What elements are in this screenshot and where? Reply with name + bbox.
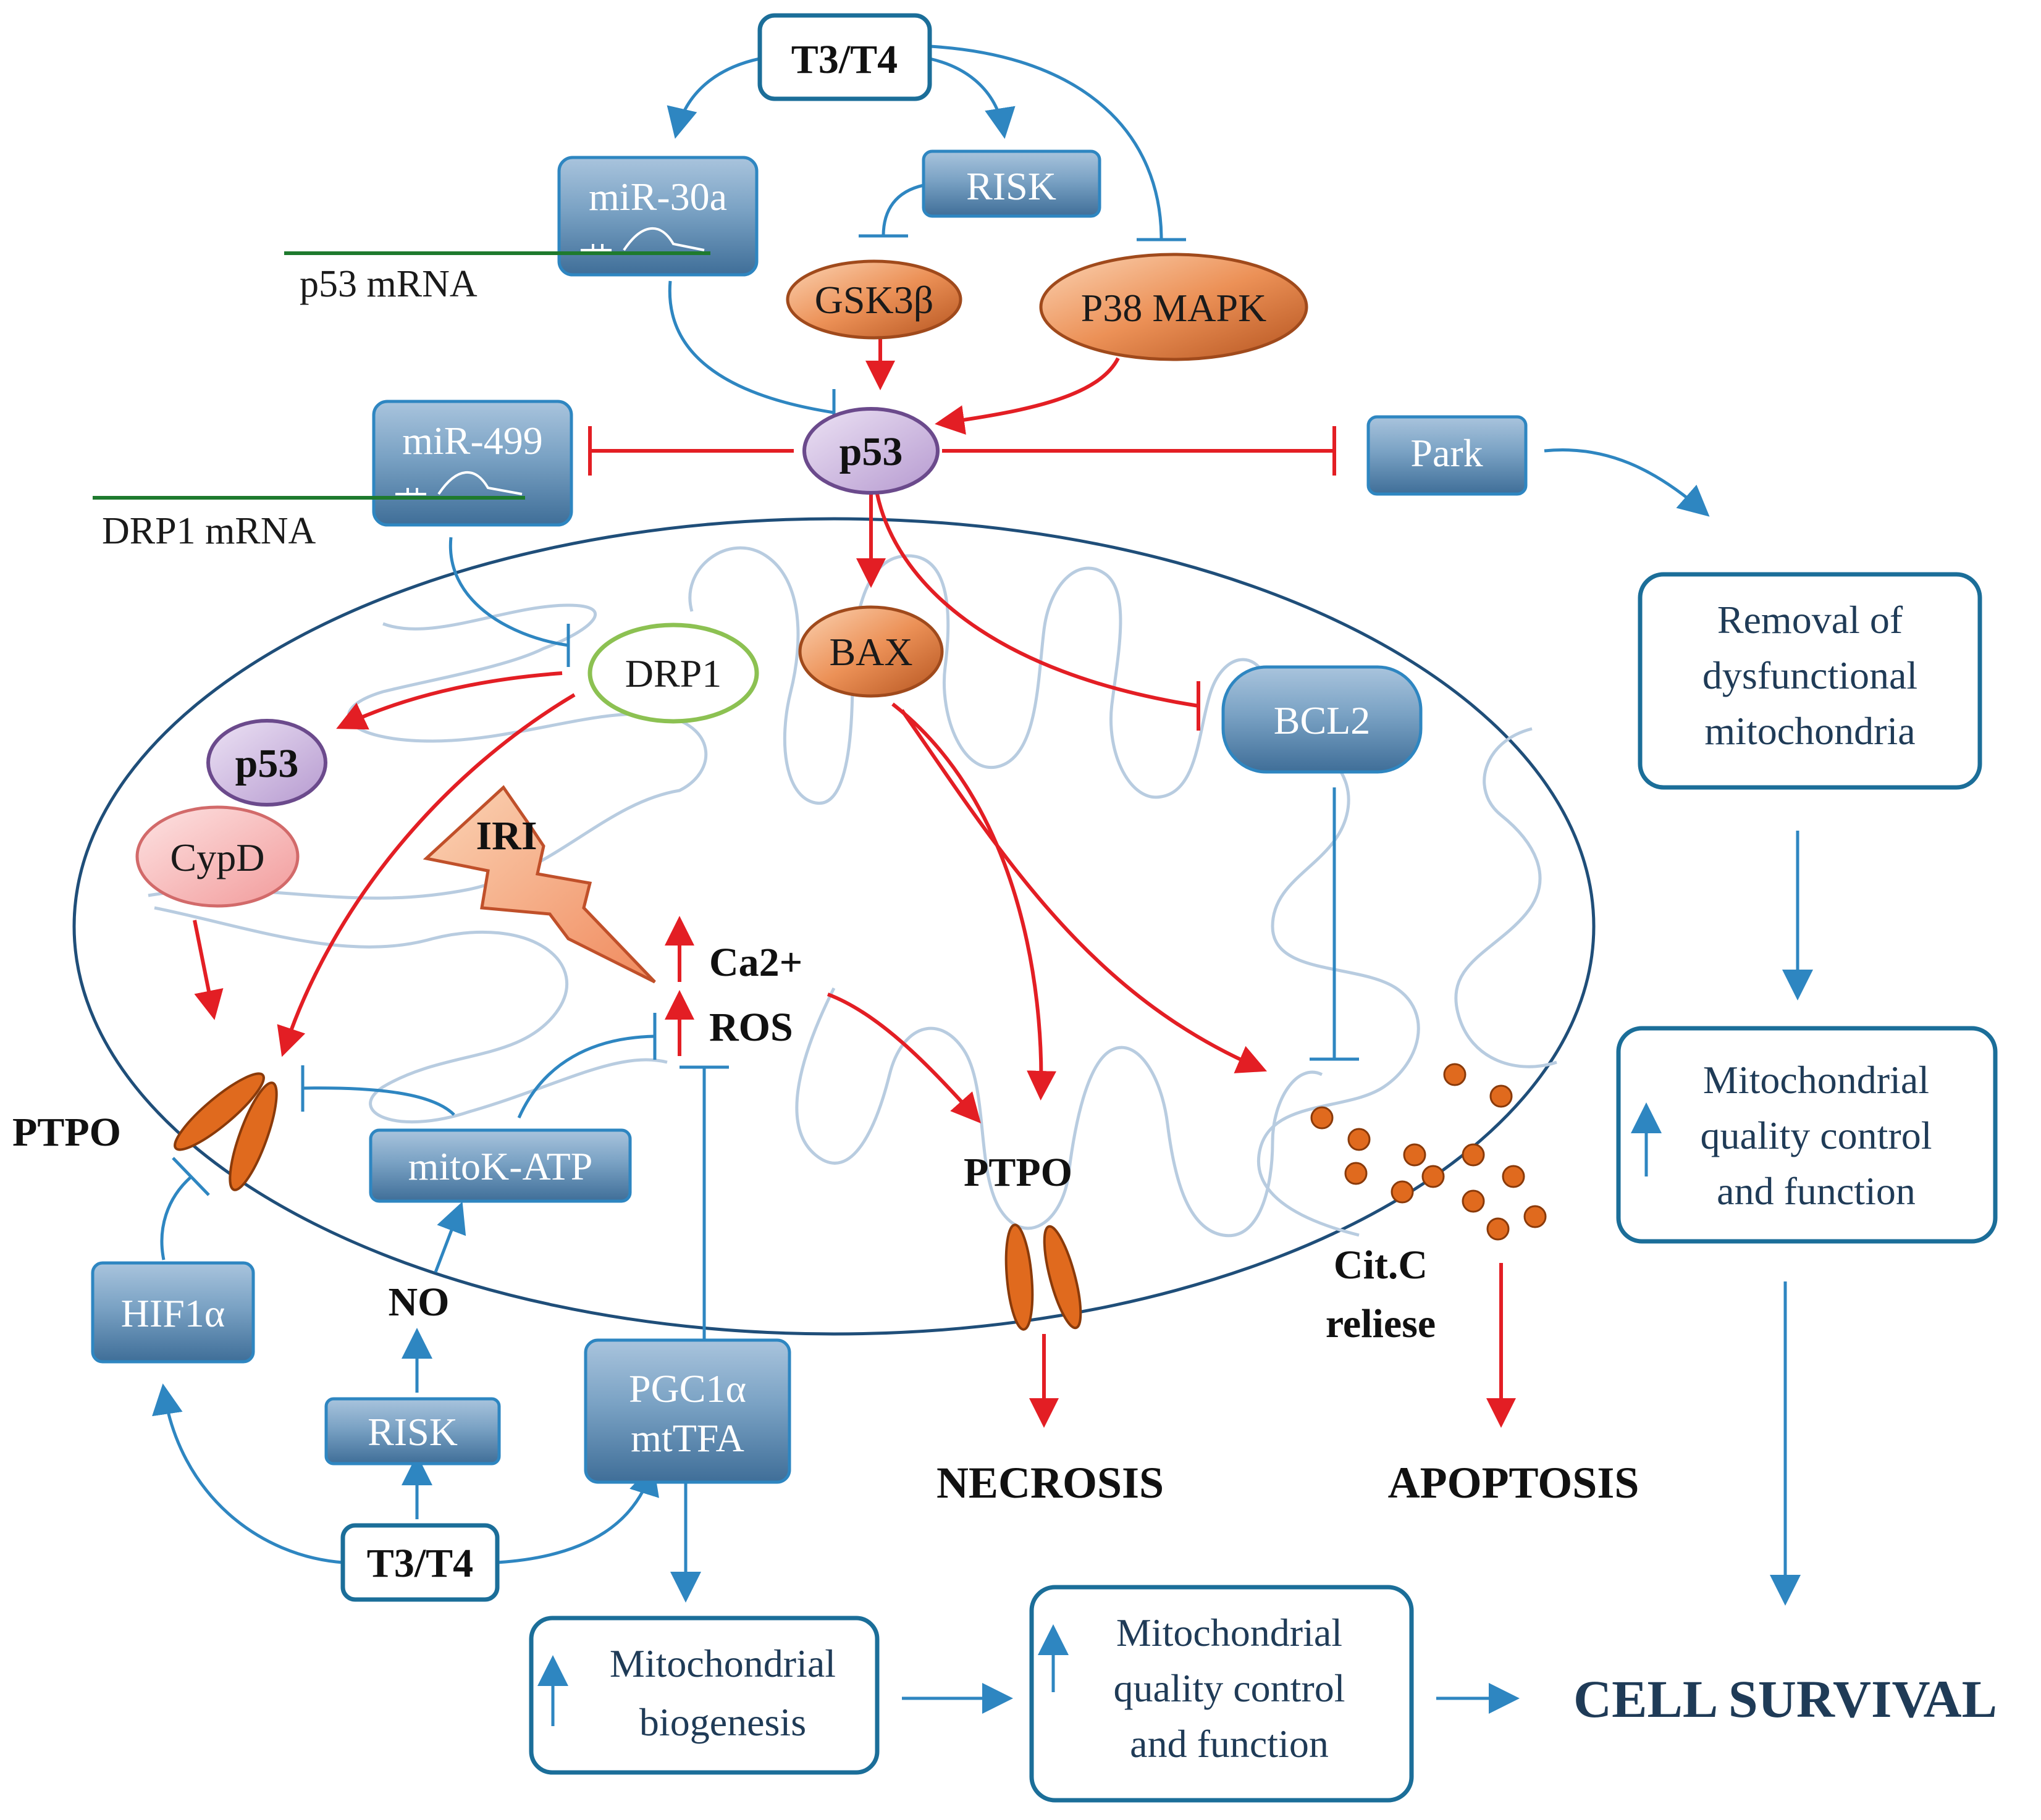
cypd-node: CypD (135, 805, 300, 908)
biogenesis-box: Mitochondrial biogenesis (529, 1616, 880, 1775)
hif1a-node: HIF1α (91, 1261, 255, 1364)
park-node: Park (1366, 415, 1528, 496)
svg-text:mitoK-ATP: mitoK-ATP (408, 1144, 593, 1188)
cytochrome-c-dots-icon (1310, 1063, 1547, 1241)
apoptosis-label: APOPTOSIS (1388, 1458, 1639, 1508)
svg-text:mitochondria: mitochondria (1704, 709, 1915, 753)
svg-text:Mitochondrial: Mitochondrial (1116, 1611, 1342, 1654)
t3t4-top-node: T3/T4 (757, 13, 932, 101)
bcl2-node: BCL2 (1221, 665, 1423, 774)
svg-text:dysfunctional: dysfunctional (1702, 653, 1917, 697)
mir30a-node: miR-30a (557, 156, 759, 277)
citc-label-2: reliese (1326, 1301, 1436, 1346)
svg-text:p53: p53 (840, 429, 903, 474)
p53-main-node: p53 (802, 407, 940, 495)
svg-text:Removal of: Removal of (1717, 598, 1903, 642)
blue-connectors (152, 44, 1813, 1714)
svg-text:biogenesis: biogenesis (639, 1700, 806, 1744)
svg-text:miR-30a: miR-30a (589, 175, 727, 219)
svg-text:T3/T4: T3/T4 (367, 1541, 473, 1586)
ptpo-left-channel-icon (174, 1072, 278, 1191)
svg-text:and function: and function (1717, 1169, 1916, 1213)
svg-text:mtTFA: mtTFA (631, 1416, 744, 1460)
svg-text:miR-499: miR-499 (402, 419, 543, 463)
risk-top-node: RISK (922, 149, 1101, 218)
svg-text:CypD: CypD (170, 836, 265, 879)
svg-text:RISK: RISK (966, 164, 1056, 208)
svg-text:GSK3β: GSK3β (815, 278, 934, 322)
svg-text:and function: and function (1130, 1722, 1329, 1766)
no-label: NO (389, 1280, 450, 1325)
drp1-node: DRP1 (587, 623, 759, 724)
iri-lightning-icon: IRI (423, 785, 656, 984)
p38-mapk-node: P38 MAPK (1039, 253, 1308, 361)
drp1-mrna-label: DRP1 mRNA (102, 510, 316, 552)
bax-node: BAX (798, 605, 944, 698)
ptpo-center-label: PTPO (964, 1150, 1072, 1195)
iri-label: IRI (476, 813, 537, 858)
pgc1a-node: PGC1α mtTFA (584, 1338, 791, 1484)
cell-survival-label: CELL SURVIVAL (1573, 1669, 1997, 1729)
svg-text:quality control: quality control (1113, 1666, 1345, 1710)
necrosis-label: NECROSIS (936, 1458, 1164, 1508)
svg-text:Mitochondrial: Mitochondrial (610, 1642, 836, 1685)
svg-text:p53: p53 (235, 741, 299, 786)
removal-box: Removal of dysfunctional mitochondria (1638, 572, 1982, 790)
mitok-atp-node: mitoK-ATP (369, 1128, 632, 1203)
ptpo-center-channel-icon (1004, 1223, 1082, 1331)
svg-text:T3/T4: T3/T4 (791, 37, 898, 82)
mir499-node: miR-499 (372, 400, 573, 527)
ca2-label: Ca2+ (709, 940, 802, 985)
svg-text:PGC1α: PGC1α (629, 1367, 746, 1411)
svg-text:HIF1α: HIF1α (121, 1291, 225, 1335)
svg-text:BAX: BAX (829, 630, 912, 674)
ptpo-left-label: PTPO (12, 1110, 121, 1155)
svg-text:P38 MAPK: P38 MAPK (1081, 286, 1267, 330)
citc-label-1: Cit.C (1334, 1243, 1428, 1288)
p53-mito-node: p53 (206, 719, 327, 807)
quality-bottom-box: Mitochondrial quality control and functi… (1029, 1585, 1414, 1803)
p53-mrna-label: p53 mRNA (300, 263, 478, 305)
svg-text:RISK: RISK (368, 1410, 458, 1454)
svg-text:Mitochondrial: Mitochondrial (1703, 1058, 1929, 1102)
t3t4-bottom-node: T3/T4 (340, 1523, 500, 1602)
svg-text:DRP1: DRP1 (625, 652, 722, 695)
quality-right-box: Mitochondrial quality control and functi… (1616, 1026, 1998, 1244)
gsk3b-node: GSK3β (786, 259, 962, 340)
risk-bottom-node: RISK (324, 1397, 501, 1466)
svg-text:BCL2: BCL2 (1274, 698, 1370, 742)
svg-text:quality control: quality control (1700, 1113, 1932, 1157)
red-connectors (193, 337, 1516, 1428)
ros-label: ROS (709, 1005, 793, 1050)
svg-text:Park: Park (1410, 431, 1483, 475)
